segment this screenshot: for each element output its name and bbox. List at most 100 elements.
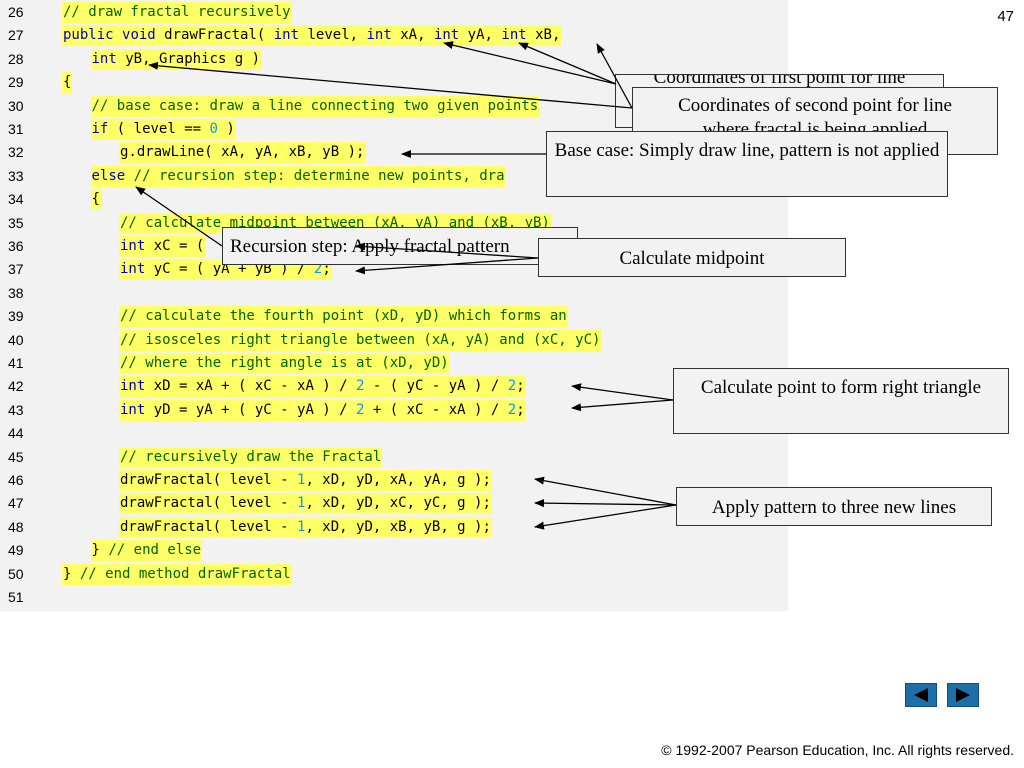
code-text: { [62,72,73,94]
code-token: 1 [297,518,306,535]
code-text: // recursively draw the Fractal [119,446,383,468]
code-line: 45// recursively draw the Fractal [0,446,788,469]
code-token: - ( yC - yA ) / [364,378,508,395]
code-token [125,168,133,184]
code-token: xD = xA + ( xC - xA ) / [145,378,357,395]
code-token: // draw fractal recursively [63,4,291,20]
code-token: int [433,27,460,44]
callout-right-triangle-text: Calculate point to form right triangle [700,377,982,398]
line-number: 29 [8,74,24,91]
code-text: if ( level == 0 ) [90,119,236,140]
code-text: } // end else [90,540,203,562]
line-number: 44 [8,425,24,442]
code-text: { [90,189,101,211]
line-number: 39 [8,308,24,325]
code-token: // isosceles right triangle between (xA,… [120,331,601,348]
code-token: drawFractal( [155,27,274,44]
code-text: int xC = ( [119,236,206,257]
code-token: , xD, yD, xA, yA, g ); [305,472,491,488]
prev-arrow-icon [914,688,928,702]
callout-right-triangle: Calculate point to form right triangle [673,368,1009,434]
code-line: 29 { [0,71,788,94]
code-text: else // recursion step: determine new po… [90,165,506,187]
code-token: int [273,27,300,44]
code-token: 2 [507,378,517,395]
code-token: 2 [507,401,517,418]
code-token: 1 [297,472,306,488]
code-token: xA, [391,27,434,44]
line-number: 26 [8,4,24,20]
code-token: // calculate the fourth point (xD, yD) w… [120,308,567,325]
prev-slide-button[interactable] [905,683,937,707]
slide-number: 47 [997,8,1014,25]
code-token: level, [299,27,367,44]
code-token: int [366,27,392,44]
code-text: drawFractal( level - 1, xD, yD, xC, yC, … [119,493,492,515]
code-token: xC = ( [145,238,205,254]
code-text: } // end method drawFractal [62,563,292,585]
code-token: // where the right angle is at (xD, yD) [120,355,449,371]
code-token: , xD, yD, xC, yC, g ); [305,495,491,512]
code-token: ; [516,401,525,418]
code-token: } [63,565,80,582]
code-token: // end method drawFractal [79,565,291,582]
code-line: 50} // end method drawFractal [0,563,788,586]
code-token: public [63,27,114,44]
code-token: g.drawLine( xA, yA, xB, yB ); [120,144,365,161]
callout-second-point-text: Coordinates of second point for line [678,95,952,116]
code-token: int [120,261,146,278]
line-number: 46 [8,472,24,488]
code-line: 39 // calculate the fourth point (xD, yD)… [0,305,788,328]
code-token: 2 [356,401,365,418]
line-number: 36 [8,238,24,254]
callout-base-case: Base case: Simply draw line, pattern is … [546,131,948,197]
code-line: 51 [0,586,788,609]
code-token: { [63,74,72,91]
code-token: ) [217,121,235,137]
code-token: // recursion step: determine new points,… [133,167,505,184]
code-token: ( level == [108,121,210,137]
code-line: 44 [0,422,788,445]
code-token: // end else [108,542,202,559]
code-line: 26 // draw fractal recursively [0,1,788,24]
code-token: // base case: draw a line connecting two… [91,97,539,114]
code-text: int yB, Graphics g ) [90,48,262,70]
line-number: 32 [8,144,24,161]
code-token: 2 [313,261,323,278]
line-number: 35 [8,214,24,231]
code-text: // calculate the fourth point (xD, yD) w… [119,306,568,328]
code-line: 32 g.drawLine( xA, yA, xB, yB ); [0,141,788,164]
code-token: { [91,191,100,208]
line-number: 43 [8,401,24,418]
line-number: 50 [8,565,24,582]
line-number: 31 [8,121,24,137]
copyright-notice: © 1992-2007 Pearson Education, Inc. All … [661,742,1014,758]
line-number: 48 [8,518,24,535]
code-token: ; [322,261,331,278]
code-text: int xD = xA + ( xC - xA ) / 2 - ( yC - y… [119,376,526,398]
line-number: 30 [8,97,24,114]
code-token: yB, Graphics g ) [116,50,261,67]
line-number: 28 [8,50,24,67]
code-line: 28 int yB, Graphics g ) [0,48,788,71]
line-number: 40 [8,331,24,348]
next-arrow-icon [956,688,970,702]
callout-recursion-step-text: Recursion step: Apply fractal pattern [230,236,510,257]
next-slide-button[interactable] [947,683,979,707]
line-number: 37 [8,261,24,278]
code-token: int [120,238,146,254]
code-token: // recursively draw the Fractal [120,448,382,465]
code-token: void [122,27,156,44]
code-text: int yD = yA + ( yC - yA ) / 2 + ( xC - x… [119,399,526,421]
callout-three-lines-text: Apply pattern to three new lines [711,497,957,518]
callout-midpoint: Calculate midpoint [538,238,846,277]
code-text: g.drawLine( xA, yA, xB, yB ); [119,142,366,164]
code-line: 40 // isosceles right triangle between (x… [0,329,788,352]
line-number: 41 [8,355,24,371]
code-token: drawFractal( level - [120,495,298,512]
